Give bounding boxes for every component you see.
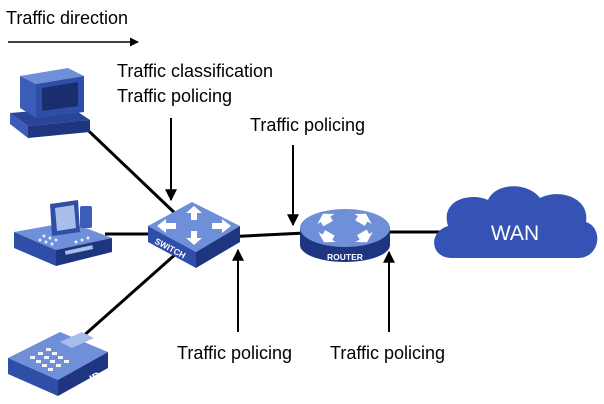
- link-pc-switch: [70, 113, 182, 220]
- pc-icon: [10, 68, 90, 138]
- router-label: ROUTER: [327, 252, 363, 262]
- link-ipphone-switch: [71, 250, 179, 348]
- wan-label: WAN: [491, 222, 539, 245]
- router-icon: ROUTER: [300, 209, 390, 262]
- switch-policing-label: Traffic policing: [117, 86, 233, 106]
- router-outbound-policing-label: Traffic policing: [330, 343, 446, 363]
- switch-icon: SWITCH: [148, 202, 240, 268]
- video-phone-icon: [14, 200, 112, 266]
- ip-phone-badge: IP: [88, 370, 103, 385]
- traffic-direction-label: Traffic direction: [6, 8, 129, 28]
- router-inbound-policing-label: Traffic policing: [250, 115, 366, 135]
- ip-phone-icon: IP: [8, 332, 108, 396]
- switch-outbound-policing-label: Traffic policing: [177, 343, 293, 363]
- switch-classification-label: Traffic classification: [117, 61, 274, 81]
- policing-arrows: [165, 118, 395, 332]
- wan-cloud: WAN: [434, 186, 598, 258]
